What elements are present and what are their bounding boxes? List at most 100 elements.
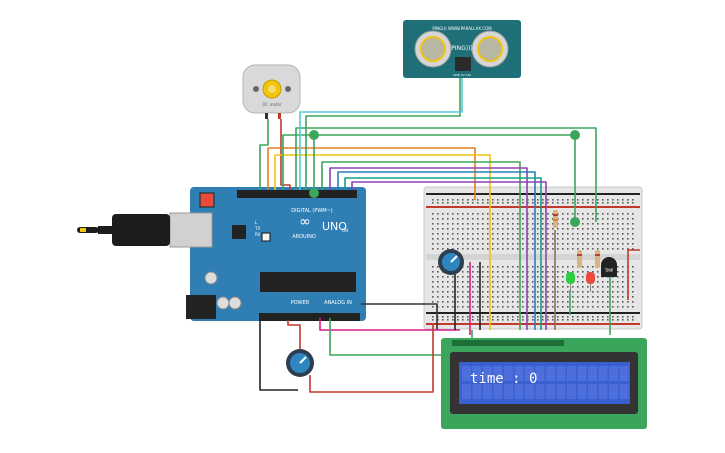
breadboard-hole: [617, 296, 619, 298]
breadboard-hole: [517, 199, 519, 201]
breadboard-hole: [532, 306, 534, 308]
reset-button[interactable]: [199, 192, 215, 208]
breadboard-hole: [442, 319, 444, 321]
breadboard-hole: [502, 301, 504, 303]
breadboard-hole: [522, 316, 524, 318]
breadboard-hole: [597, 286, 599, 288]
breadboard-hole: [452, 296, 454, 298]
breadboard-hole: [562, 223, 564, 225]
breadboard-hole: [502, 223, 504, 225]
breadboard-hole: [552, 281, 554, 283]
breadboard-hole: [617, 199, 619, 201]
breadboard-hole: [517, 276, 519, 278]
breadboard-hole: [522, 233, 524, 235]
lcd-cell: [546, 366, 555, 381]
breadboard-hole: [447, 296, 449, 298]
breadboard-hole: [442, 199, 444, 201]
breadboard-hole: [572, 213, 574, 215]
breadboard-hole: [517, 223, 519, 225]
arduino-board[interactable]: DIGITAL (PWM~) ∞ ARDUINO UNO ON L TX RX …: [169, 187, 366, 321]
breadboard-hole: [507, 248, 509, 250]
breadboard-hole: [487, 276, 489, 278]
breadboard-hole: [602, 243, 604, 245]
lcd-cell: [525, 366, 534, 381]
breadboard-hole: [592, 228, 594, 230]
breadboard-hole: [482, 319, 484, 321]
breadboard-hole: [597, 218, 599, 220]
lcd-cell: [462, 366, 471, 381]
breadboard-hole: [517, 218, 519, 220]
breadboard-hole: [447, 291, 449, 293]
breadboard-hole: [632, 276, 634, 278]
breadboard-hole: [622, 202, 624, 204]
breadboard-hole: [497, 199, 499, 201]
breadboard-hole: [582, 271, 584, 273]
breadboard-hole: [592, 202, 594, 204]
breadboard-hole: [457, 223, 459, 225]
breadboard-hole: [542, 248, 544, 250]
lcd-cell: [609, 366, 618, 381]
breadboard-hole: [512, 301, 514, 303]
breadboard-hole: [512, 266, 514, 268]
breadboard-hole: [587, 238, 589, 240]
breadboard-hole: [582, 199, 584, 201]
breadboard-hole: [432, 248, 434, 250]
breadboard-hole: [512, 296, 514, 298]
breadboard-hole: [452, 233, 454, 235]
breadboard-hole: [477, 202, 479, 204]
sensor-top-text: PING))) WWW.PARALLAX.COM: [432, 26, 492, 31]
breadboard-hole: [632, 291, 634, 293]
breadboard-hole: [432, 291, 434, 293]
breadboard-hole: [572, 243, 574, 245]
lcd-cell: [514, 384, 524, 399]
breadboard-hole: [447, 233, 449, 235]
breadboard-hole: [557, 316, 559, 318]
breadboard-hole: [552, 238, 554, 240]
breadboard-hole: [557, 286, 559, 288]
breadboard-hole: [492, 319, 494, 321]
breadboard-hole: [627, 199, 629, 201]
breadboard-hole: [537, 218, 539, 220]
breadboard-hole: [522, 301, 524, 303]
breadboard-hole: [467, 266, 469, 268]
breadboard-hole: [487, 291, 489, 293]
breadboard-hole: [452, 276, 454, 278]
breadboard-hole: [617, 223, 619, 225]
breadboard-hole: [547, 248, 549, 250]
breadboard-hole: [462, 286, 464, 288]
breadboard-hole: [627, 319, 629, 321]
breadboard-hole: [552, 248, 554, 250]
breadboard-hole: [442, 243, 444, 245]
breadboard-hole: [452, 228, 454, 230]
breadboard-hole: [552, 286, 554, 288]
breadboard-hole: [567, 228, 569, 230]
breadboard-hole: [582, 266, 584, 268]
breadboard-hole: [557, 238, 559, 240]
breadboard-hole: [452, 213, 454, 215]
breadboard-hole: [587, 223, 589, 225]
breadboard-hole: [497, 291, 499, 293]
breadboard-hole: [497, 213, 499, 215]
breadboard-hole: [542, 238, 544, 240]
breadboard-hole: [537, 233, 539, 235]
breadboard-hole: [617, 238, 619, 240]
breadboard-hole: [567, 223, 569, 225]
breadboard-hole: [472, 199, 474, 201]
breadboard-hole: [512, 276, 514, 278]
potentiometer-lcd-contrast[interactable]: [286, 349, 314, 377]
breadboard-hole: [532, 228, 534, 230]
breadboard-hole: [447, 243, 449, 245]
sensor-name: PING))): [451, 45, 473, 52]
lcd-cell: [514, 366, 524, 381]
breadboard-hole: [547, 286, 549, 288]
breadboard-hole: [472, 296, 474, 298]
breadboard-hole: [472, 233, 474, 235]
ultrasonic-sensor[interactable]: PING))) WWW.PARALLAX.COM PING))) GND 5V …: [403, 20, 521, 78]
potentiometer-breadboard[interactable]: [438, 249, 464, 275]
dc-motor[interactable]: DC motor: [242, 64, 301, 119]
breadboard-hole: [462, 248, 464, 250]
breadboard-hole: [482, 223, 484, 225]
breadboard-hole: [512, 218, 514, 220]
breadboard-hole: [472, 228, 474, 230]
